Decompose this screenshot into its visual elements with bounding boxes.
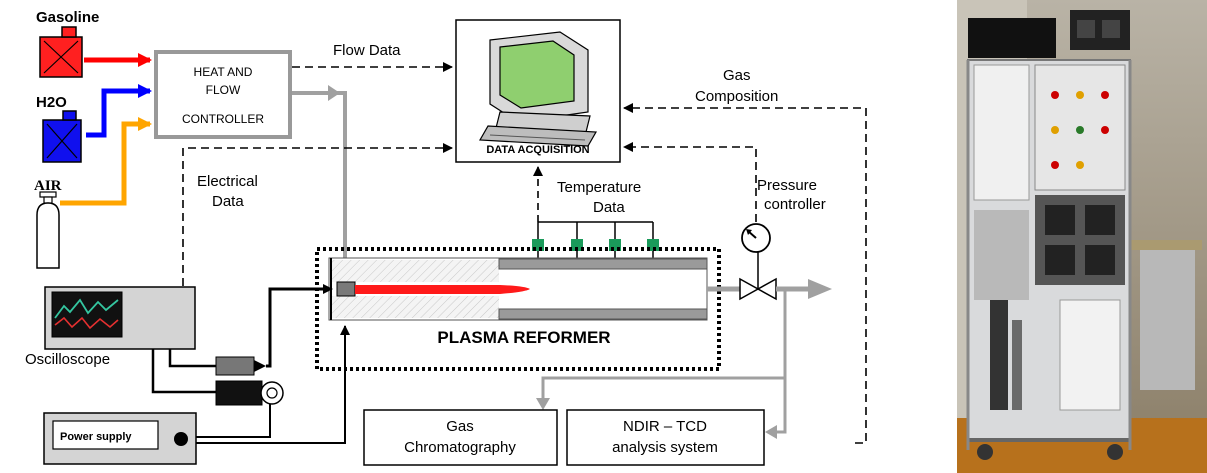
ndir-tcd-box — [566, 409, 765, 466]
voltage-probe-icon — [215, 356, 266, 376]
gas-composition-label-2: Composition — [695, 88, 778, 105]
exhaust-arrowhead — [808, 279, 832, 299]
gc-sample-arrowhead — [536, 398, 550, 410]
ndir-label-2: analysis system — [612, 439, 718, 456]
hv-cable — [266, 284, 333, 368]
electrical-data-label-2: Data — [212, 193, 244, 210]
gc-label-2: Chromatography — [404, 439, 516, 456]
controller-line-2: FLOW — [206, 83, 241, 97]
flow-data-label: Flow Data — [333, 42, 401, 59]
air-cylinder-icon — [36, 191, 60, 269]
gas-feed-line — [292, 91, 347, 285]
heat-flow-controller-box — [154, 50, 292, 139]
ndir-sample-arrowhead — [765, 425, 777, 439]
temperature-sensor-2 — [571, 239, 583, 251]
pressure-data-arrow — [623, 142, 757, 222]
gc-label-1: Gas — [446, 418, 474, 435]
power-knob-icon — [174, 432, 188, 446]
current-probe-icon — [215, 380, 284, 406]
pressure-label-2: controller — [764, 196, 826, 213]
electrical-data-label-1: Electrical — [197, 173, 258, 190]
air-flow-arrow — [60, 117, 152, 206]
pressure-gauge-icon — [741, 223, 771, 253]
oscilloscope-device — [44, 286, 196, 350]
gas-composition-label-1: Gas — [723, 67, 751, 84]
power-supply-label: Power supply — [60, 431, 132, 443]
gas-feed-arrowhead — [328, 85, 340, 101]
gasoline-can-icon — [39, 26, 83, 78]
controller-line-3: CONTROLLER — [182, 112, 264, 126]
experimental-setup-photo — [957, 0, 1207, 473]
electrical-data-arrow — [182, 143, 453, 286]
power-supply-device — [43, 412, 197, 465]
gc-sample-line — [541, 289, 787, 400]
probe-cable-1 — [168, 349, 216, 368]
water-can-icon — [42, 110, 82, 163]
controller-line-1: HEAT AND — [194, 65, 253, 79]
probe-cable-2 — [151, 349, 216, 394]
air-label: AIR — [34, 178, 62, 194]
oscilloscope-label: Oscilloscope — [25, 351, 110, 368]
oscilloscope-trace-green — [54, 298, 119, 319]
power-cable-2 — [196, 325, 350, 444]
reformer-body — [328, 257, 708, 321]
gasoline-label: Gasoline — [36, 9, 99, 26]
ndir-label-1: NDIR – TCD — [623, 418, 707, 435]
data-acquisition-label: DATA ACQUISITION — [486, 144, 589, 156]
oscilloscope-trace-red — [54, 316, 119, 330]
valve-icon — [739, 252, 777, 301]
ndir-sample-line — [775, 378, 787, 434]
water-label: H2O — [36, 94, 67, 111]
temperature-label-2: Data — [593, 199, 625, 216]
gas-chromatography-box — [363, 409, 558, 466]
plasma-reformer-label: PLASMA REFORMER — [437, 328, 610, 347]
temperature-label-1: Temperature — [557, 179, 641, 196]
water-flow-arrow — [86, 84, 152, 138]
gas-composition-arrow — [623, 103, 867, 444]
computer-icon — [478, 31, 598, 147]
pressure-label-1: Pressure — [757, 177, 817, 194]
reformer-dotted-border — [315, 247, 721, 371]
plasma-arc — [355, 285, 530, 294]
power-cable-1 — [195, 404, 271, 438]
